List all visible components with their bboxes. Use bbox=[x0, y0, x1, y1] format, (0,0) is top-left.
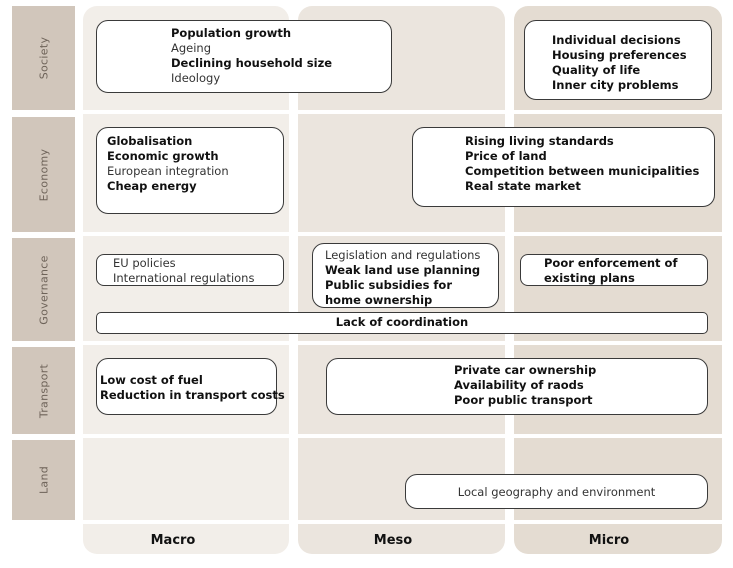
transport-micro-box: Private car ownership Availability of ra… bbox=[326, 358, 708, 415]
factor-text: Individual decisions bbox=[552, 33, 681, 47]
society-macro-box: Population growth Ageing Declining house… bbox=[96, 20, 392, 93]
factor-text: Low cost of fuel bbox=[100, 373, 203, 387]
row-label-governance: Governance bbox=[12, 238, 75, 341]
factor-text: Private car ownership bbox=[454, 363, 597, 377]
factor-text: Lack of coordination bbox=[335, 315, 469, 329]
factor-text: Ageing bbox=[171, 41, 212, 55]
economy-macro-box: Globalisation Economic growth European i… bbox=[96, 127, 284, 214]
factor-text: Declining household size bbox=[171, 56, 333, 70]
factor-text: Price of land bbox=[465, 149, 547, 163]
row-separator bbox=[83, 110, 722, 114]
factor-text: Real state market bbox=[465, 179, 581, 193]
governance-micro-box: Poor enforcement of existing plans bbox=[520, 254, 708, 286]
row-separator bbox=[83, 341, 722, 345]
row-separator bbox=[83, 520, 722, 524]
factor-text: International regulations bbox=[113, 271, 255, 285]
factor-text: Availability of raods bbox=[454, 378, 584, 392]
economy-micro-box: Rising living standards Price of land Co… bbox=[412, 127, 715, 207]
factor-text: Globalisation bbox=[107, 134, 193, 148]
factor-text: Reduction in transport costs bbox=[100, 388, 285, 402]
row-separator bbox=[83, 232, 722, 236]
factor-text: Poor enforcement of bbox=[544, 256, 678, 270]
column-title-macro: Macro bbox=[150, 533, 196, 548]
factor-text: Rising living standards bbox=[465, 134, 614, 148]
factor-text: Quality of life bbox=[552, 63, 641, 77]
factor-text: Ideology bbox=[171, 71, 221, 85]
factor-text: Local geography and environment bbox=[457, 485, 656, 499]
factor-text: Weak land use planning bbox=[325, 263, 481, 277]
governance-meso-box: Legislation and regulations Weak land us… bbox=[312, 243, 499, 308]
factor-text: Population growth bbox=[171, 26, 292, 40]
column-title-meso: Meso bbox=[373, 533, 413, 548]
factor-text: Legislation and regulations bbox=[325, 248, 481, 262]
row-label-economy: Economy bbox=[12, 117, 75, 232]
factor-text: Competition between municipalities bbox=[465, 164, 700, 178]
row-separator bbox=[83, 434, 722, 438]
column-title-micro: Micro bbox=[588, 533, 630, 548]
factor-text: existing plans bbox=[544, 271, 635, 285]
factor-text: European integration bbox=[107, 164, 229, 178]
transport-macro-box: Low cost of fuel Reduction in transport … bbox=[96, 358, 285, 415]
factor-text: Housing preferences bbox=[552, 48, 687, 62]
land-micro-box: Local geography and environment bbox=[405, 474, 708, 509]
governance-macro-box: EU policies International regulations bbox=[96, 254, 284, 286]
row-label-transport: Transport bbox=[12, 347, 75, 434]
row-label-land: Land bbox=[12, 440, 75, 520]
factor-text: EU policies bbox=[113, 256, 176, 270]
factor-text: Cheap energy bbox=[107, 179, 197, 193]
factor-text: Poor public transport bbox=[454, 393, 593, 407]
factor-text: home ownership bbox=[325, 293, 433, 307]
row-label-society: Society bbox=[12, 6, 75, 110]
society-micro-box: Individual decisions Housing preferences… bbox=[524, 20, 712, 100]
governance-wide-box: Lack of coordination bbox=[96, 312, 708, 334]
factor-text: Public subsidies for bbox=[325, 278, 452, 292]
factor-text: Inner city problems bbox=[552, 78, 679, 92]
factor-text: Economic growth bbox=[107, 149, 219, 163]
